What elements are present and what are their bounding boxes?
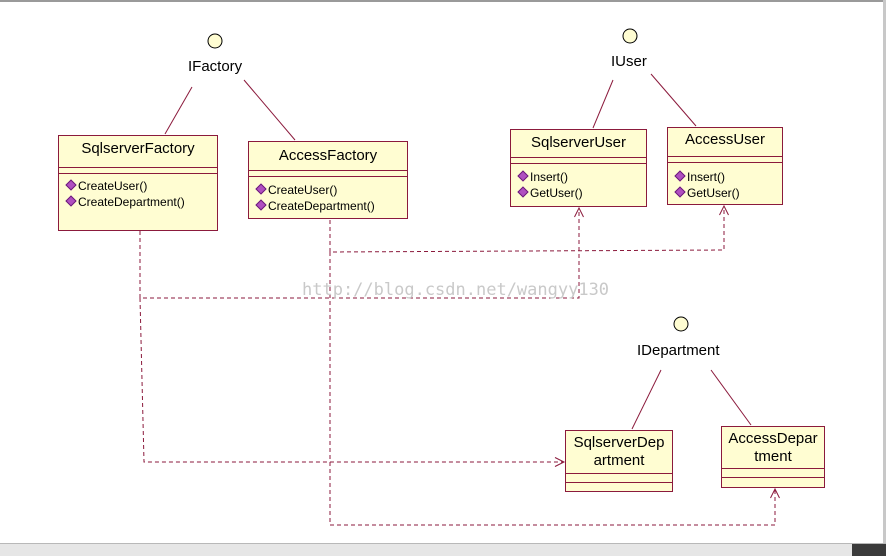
operation-row: CreateDepartment() — [255, 199, 375, 213]
idepartment-interface-icon — [673, 316, 689, 332]
class-name: artment — [593, 452, 645, 469]
operation-label: GetUser() — [687, 186, 740, 200]
ifactory-interface-icon — [207, 33, 223, 49]
operation-icon — [255, 183, 267, 195]
operation-icon — [65, 179, 77, 191]
attributes-divider — [722, 468, 824, 469]
operations-divider — [59, 173, 217, 174]
interface-symbols-layer — [207, 28, 689, 332]
operations-divider — [566, 482, 672, 483]
access-factory-to-access-department-arrowhead — [770, 487, 780, 499]
class-name: SqlserverDep — [573, 434, 665, 451]
sqlserver-user-realizes-iuser — [592, 79, 614, 129]
operations-divider — [249, 176, 407, 177]
operations-divider — [511, 163, 646, 164]
access-department-realizes-idepartment — [710, 369, 752, 426]
operation-label: Insert() — [687, 170, 726, 184]
access-factory-realizes-ifactory — [243, 79, 296, 141]
access-factory-depends-access-department — [329, 252, 776, 526]
class-name: tment — [754, 448, 792, 465]
attributes-divider — [566, 473, 672, 474]
operation-icon — [255, 199, 267, 211]
idepartment-label: IDepartment — [637, 342, 720, 359]
horizontal-scrollbar[interactable] — [0, 543, 886, 556]
operation-label: CreateDepartment() — [268, 199, 375, 213]
access-user-realizes-iuser — [650, 73, 697, 127]
operation-row: CreateDepartment() — [65, 195, 185, 209]
sqlserver-factory-realizes-ifactory — [164, 86, 193, 135]
operation-label: Insert() — [530, 170, 569, 184]
operation-row: Insert() — [674, 170, 726, 184]
operation-row: CreateUser() — [255, 183, 338, 197]
access-factory-depends-access-user — [329, 206, 725, 253]
sqlserver-factory-depends-sqlserver-department — [139, 297, 564, 463]
sqlserver-department-realizes-idepartment — [631, 369, 662, 430]
operation-row: Insert() — [517, 170, 569, 184]
attributes-divider — [668, 156, 782, 157]
operation-label: GetUser() — [530, 186, 583, 200]
attributes-divider — [59, 167, 217, 168]
operation-row: CreateUser() — [65, 179, 148, 193]
attributes-divider — [511, 157, 646, 158]
class-name: SqlserverFactory — [81, 140, 195, 157]
operation-row: GetUser() — [517, 186, 583, 200]
ifactory-label: IFactory — [188, 58, 243, 75]
relations-layer — [139, 73, 780, 526]
operation-label: CreateUser() — [78, 179, 148, 193]
scrollbar-thumb[interactable] — [852, 544, 886, 556]
operation-icon — [517, 170, 529, 182]
attributes-divider — [249, 170, 407, 171]
operation-label: CreateUser() — [268, 183, 338, 197]
iuser-interface-icon — [622, 28, 638, 44]
operations-divider — [668, 162, 782, 163]
class-name: SqlserverUser — [530, 134, 627, 151]
access-factory-to-access-user-arrowhead — [719, 204, 729, 216]
sqlserver-factory-to-sqlserver-user-arrowhead — [574, 206, 584, 218]
operation-label: CreateDepartment() — [78, 195, 185, 209]
class-name: AccessUser — [684, 131, 766, 148]
operation-row: GetUser() — [674, 186, 740, 200]
sqlserver-factory-to-sqlserver-department-arrowhead — [554, 457, 566, 467]
operations-divider — [722, 477, 824, 478]
operation-icon — [517, 186, 529, 198]
iuser-label: IUser — [611, 53, 647, 70]
window-top-border — [0, 0, 886, 2]
operation-icon — [674, 186, 686, 198]
operation-icon — [65, 195, 77, 207]
watermark: http://blog.csdn.net/wangyy130 — [302, 280, 610, 300]
vertical-scrollbar-edge[interactable] — [883, 0, 886, 543]
operation-icon — [674, 170, 686, 182]
class-name: AccessFactory — [278, 147, 378, 164]
class-name: AccessDepar — [728, 430, 818, 447]
